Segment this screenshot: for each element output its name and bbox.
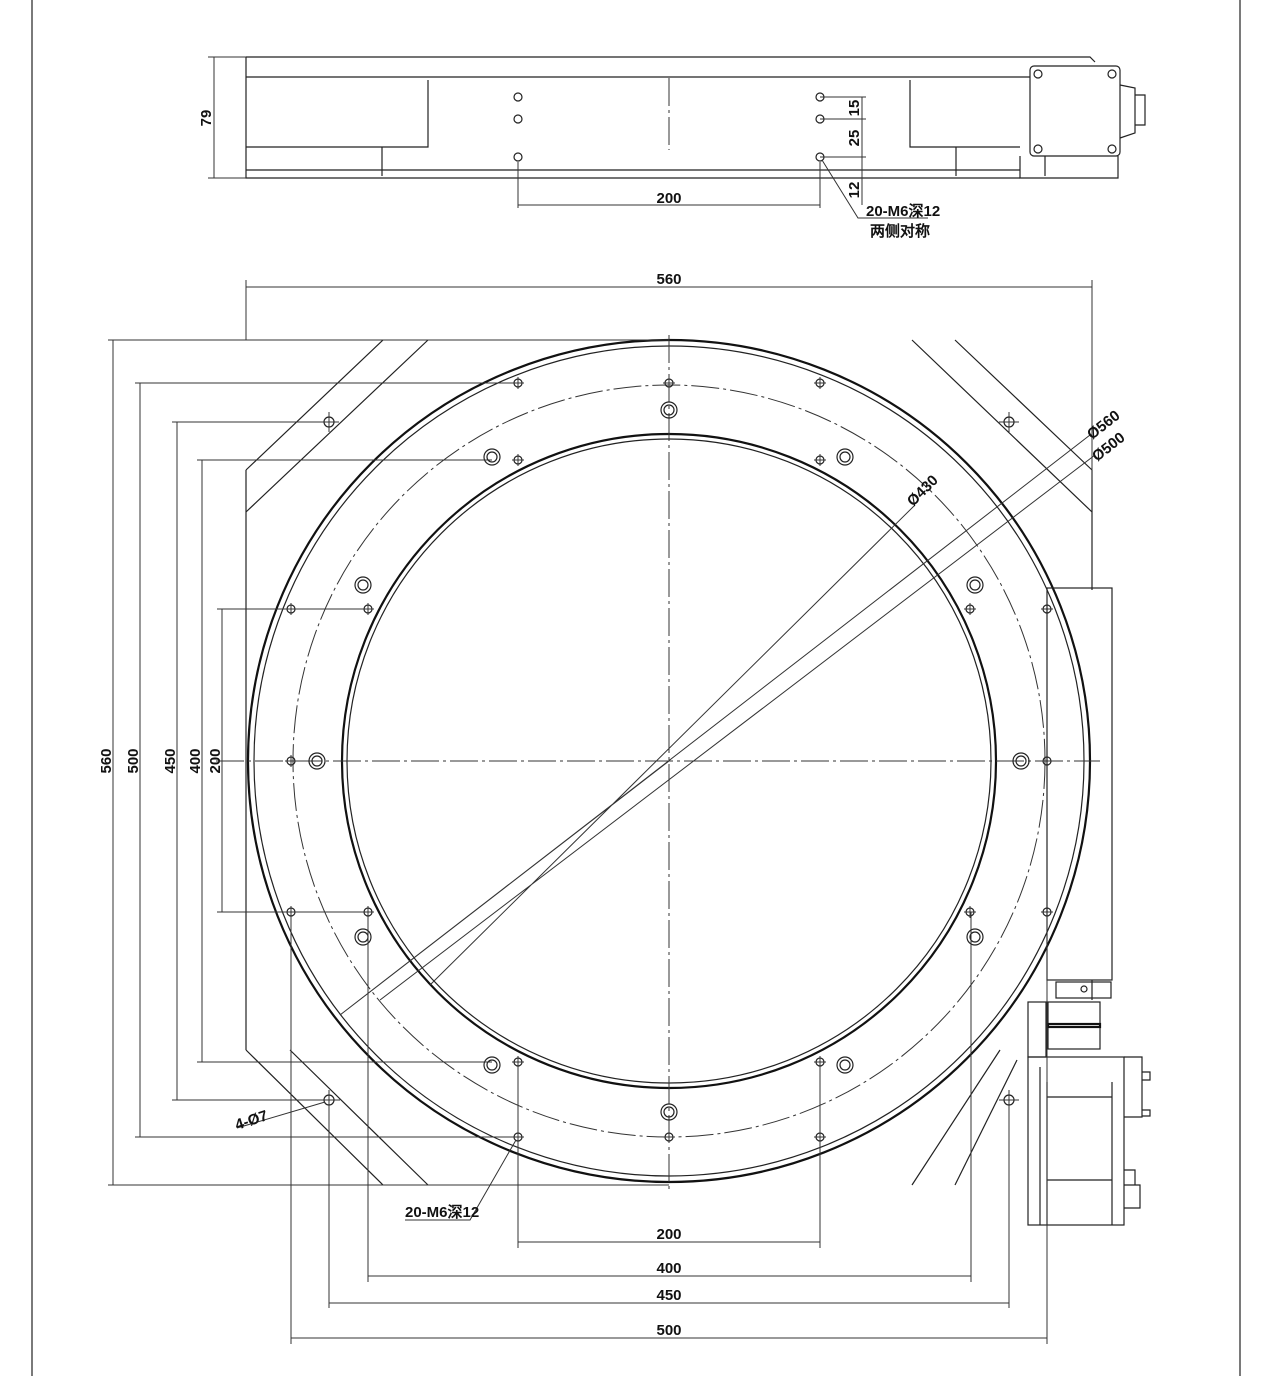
- dim-left-560: 560: [98, 748, 115, 773]
- dim-spacing-15: 15: [846, 100, 863, 117]
- counterbore-hole: [483, 448, 501, 466]
- motor-assembly: [1027, 587, 1151, 1226]
- dim-left-200: 200: [207, 748, 224, 773]
- dim-overall-width: 560: [656, 271, 681, 288]
- side-view: 79 15 25 12 200 20-M6深12 两侧对称: [198, 56, 1146, 240]
- dim-bottom-500: 500: [656, 1322, 681, 1339]
- dim-spacing-12: 12: [846, 182, 863, 199]
- dim-bottom-400: 400: [656, 1260, 681, 1277]
- counterbore-holes: [308, 401, 1030, 1121]
- base-plate: [245, 339, 1093, 1186]
- dim-dia-430: Ø430: [904, 472, 942, 510]
- counterbore-hole: [660, 1103, 678, 1121]
- counterbore-hole: [966, 928, 984, 946]
- counterbore-hole: [836, 1056, 854, 1074]
- top-view: 560 Ø560 Ø500 Ø430 560 500 450 400 200 2…: [98, 271, 1151, 1344]
- counterbore-hole: [354, 576, 372, 594]
- dim-left-450: 450: [162, 748, 179, 773]
- dim-bottom-450: 450: [656, 1287, 681, 1304]
- dim-height: 79: [198, 110, 215, 127]
- counterbore-hole: [354, 928, 372, 946]
- side-hole-note: 两侧对称: [870, 222, 930, 240]
- counterbore-hole: [483, 1056, 501, 1074]
- thread-hole-callout: 20-M6深12: [405, 1203, 479, 1221]
- counterbore-hole: [308, 752, 326, 770]
- dim-side-width: 200: [656, 190, 681, 207]
- dim-spacing-25: 25: [846, 130, 863, 147]
- dim-left-400: 400: [187, 748, 204, 773]
- dim-left-500: 500: [125, 748, 142, 773]
- connector-housing: [1019, 65, 1146, 179]
- counterbore-hole: [660, 401, 678, 419]
- mount-hole-callout: 4-Ø7: [233, 1107, 270, 1133]
- side-hole-callout: 20-M6深12: [866, 202, 940, 220]
- counterbore-hole: [836, 448, 854, 466]
- counterbore-hole: [966, 576, 984, 594]
- dim-bottom-200: 200: [656, 1226, 681, 1243]
- counterbore-hole: [1012, 752, 1030, 770]
